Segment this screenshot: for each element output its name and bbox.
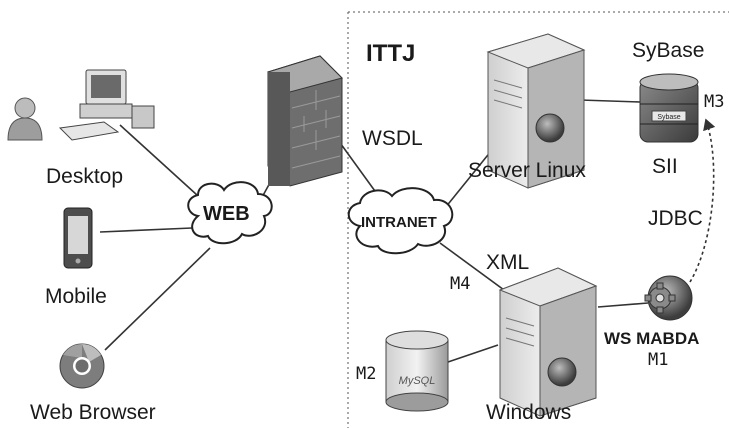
mysql-badge: MySQL bbox=[399, 375, 436, 387]
edge-desktop-web bbox=[119, 124, 209, 206]
ws-mabda-label: WS MABDA bbox=[604, 329, 700, 348]
windows-tag: M4 bbox=[450, 274, 471, 294]
sybase-sublabel: SII bbox=[652, 155, 678, 178]
browser-label: Web Browser bbox=[30, 401, 156, 424]
server-tower-icon bbox=[486, 33, 586, 189]
zone-title: ITTJ bbox=[366, 40, 416, 67]
mysql-tag: M2 bbox=[356, 364, 377, 384]
intranet-cloud-label: INTRANET bbox=[361, 214, 437, 231]
web-cloud-label: WEB bbox=[203, 203, 250, 225]
edge-linux-sybase bbox=[579, 99, 641, 103]
server-linux-label: Server Linux bbox=[468, 159, 586, 182]
windows-label: Windows bbox=[486, 401, 572, 424]
chrome-browser-icon bbox=[59, 343, 105, 389]
desktop-label: Desktop bbox=[46, 165, 124, 188]
edge-windows-wsmabda bbox=[597, 302, 649, 308]
edge-mobile-web bbox=[99, 227, 193, 233]
web-cloud bbox=[187, 181, 273, 245]
edge-label-jdbc: JDBC bbox=[648, 207, 703, 230]
user-icon bbox=[7, 97, 43, 141]
database-icon: MySQL bbox=[385, 330, 449, 412]
desktop-computer-icon bbox=[58, 69, 155, 141]
sybase-tag: M3 bbox=[704, 92, 725, 112]
edge-browser-web bbox=[104, 247, 211, 351]
firewall-icon bbox=[267, 55, 343, 187]
gear-globe-icon bbox=[644, 275, 693, 321]
ws-mabda-tag: M1 bbox=[648, 350, 669, 370]
database-icon: Sybase bbox=[639, 73, 699, 143]
server-tower-icon bbox=[498, 267, 598, 417]
edge-firewall-intranet bbox=[337, 139, 381, 199]
edge-windows-mysql bbox=[447, 344, 499, 363]
sybase-badge: Sybase bbox=[657, 114, 680, 121]
edge-jdbc bbox=[689, 118, 716, 283]
mobile-phone-icon bbox=[63, 207, 93, 269]
edge-label-xml: XML bbox=[486, 251, 530, 274]
intranet-cloud bbox=[347, 187, 454, 255]
mobile-label: Mobile bbox=[45, 285, 107, 308]
sybase-label: SyBase bbox=[632, 39, 705, 62]
edge-label-wsdl: WSDL bbox=[362, 127, 423, 150]
